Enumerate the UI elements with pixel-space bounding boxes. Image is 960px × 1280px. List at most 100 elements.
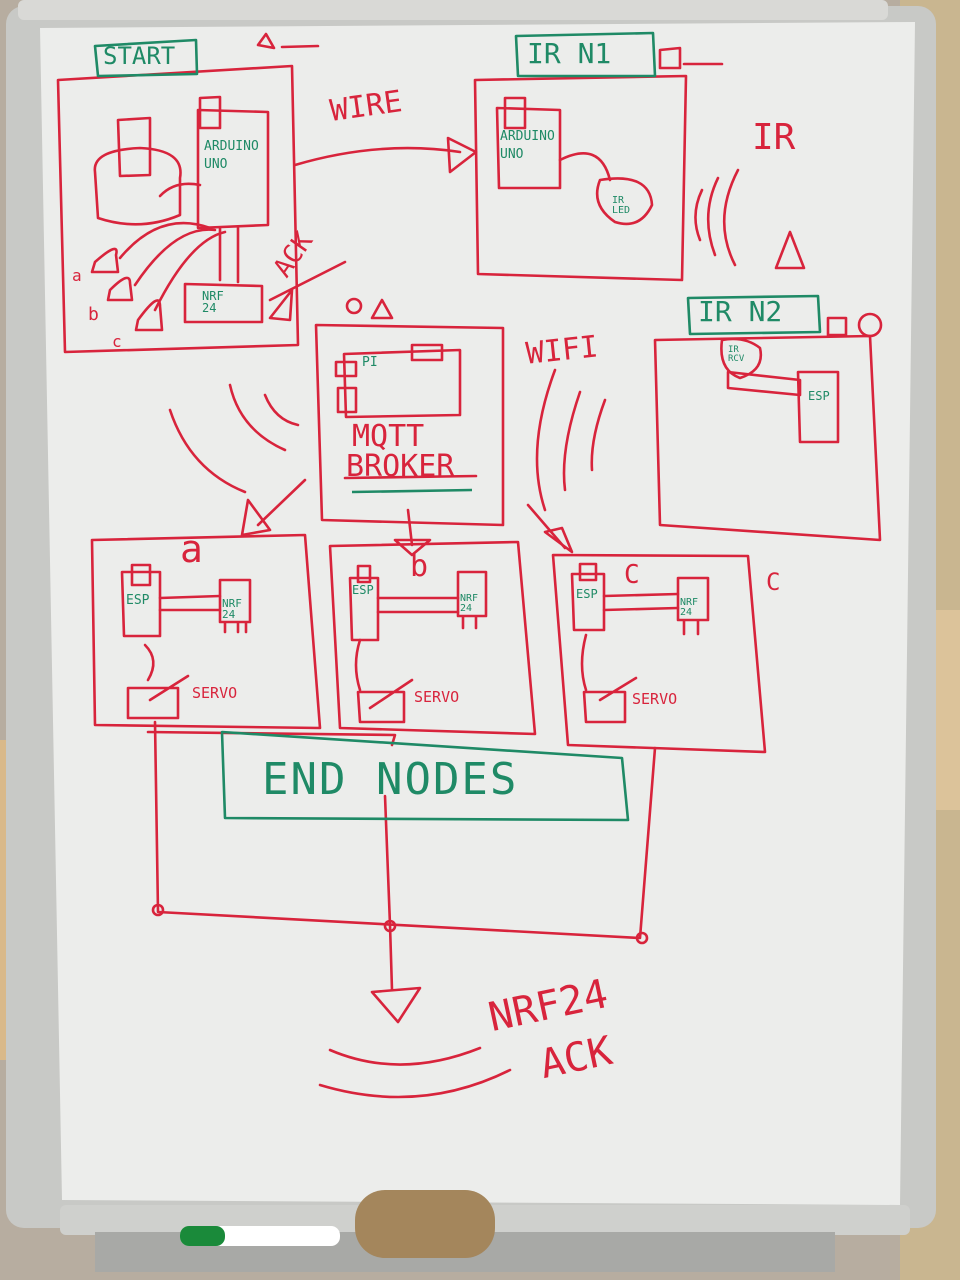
esp-b-board — [348, 576, 380, 642]
node-c-outer-label: C — [766, 568, 781, 596]
button-b — [106, 276, 134, 302]
start-box — [56, 64, 300, 354]
nrf-start-label: NRF 24 — [202, 289, 224, 315]
ack-arrowhead-top — [268, 288, 294, 322]
mqtt-dot — [345, 297, 363, 315]
ir-n1-label-box — [514, 31, 657, 78]
ir-n1-label: IR N1 — [527, 37, 612, 70]
ir-rcv-label: IR RCV — [728, 345, 745, 364]
nrf-a-board — [218, 578, 252, 634]
ack-arrow-top — [268, 260, 347, 302]
esp-c-label: ESP — [576, 587, 598, 601]
pi-label: PI — [362, 355, 378, 370]
ir-receiver — [720, 337, 763, 380]
esp-n2-label: ESP — [808, 389, 830, 403]
ir-label: IR — [752, 117, 796, 158]
eraser — [355, 1190, 495, 1258]
bus-lines — [153, 720, 657, 940]
arrowhead-c — [543, 526, 574, 554]
ir-led-wire — [558, 152, 612, 182]
ir-n2-label-box — [686, 294, 822, 336]
board-top-bar — [18, 0, 888, 20]
arrowhead-b — [393, 538, 432, 557]
ack-arrowhead-bottom — [370, 986, 422, 1024]
wifi-label: WIFI — [524, 329, 600, 372]
pi-port — [410, 343, 444, 362]
arduino-port-n1 — [503, 96, 527, 130]
mqtt-broker-box — [314, 323, 505, 527]
ir-n2-square — [826, 316, 848, 337]
servo-b-wire — [354, 638, 362, 692]
dispenser-cup — [116, 116, 152, 178]
side-a-label: a — [72, 266, 82, 285]
esp-b-port — [356, 564, 372, 584]
nrf-c-board — [676, 576, 710, 636]
start-symbol — [256, 32, 320, 50]
servo-a — [126, 674, 190, 720]
servo-a-wire — [143, 643, 155, 682]
arduino-port-start — [198, 95, 222, 130]
bus-node-left — [151, 903, 165, 917]
esp-c-wires — [602, 592, 680, 612]
servo-b — [356, 678, 414, 724]
end-nodes-label: END NODES — [262, 754, 519, 805]
nrf-b-board — [456, 570, 488, 630]
end-nodes-box — [220, 730, 630, 822]
mqtt-label: MQTT — [352, 419, 425, 454]
ir-n2-wires — [726, 370, 802, 397]
ir-n2-dot — [857, 312, 883, 338]
arrow-to-a — [256, 478, 307, 527]
bus-node-center — [383, 919, 397, 933]
marker-cap — [180, 1226, 225, 1246]
wifi-waves-left — [168, 383, 300, 494]
arduino-board-start — [196, 108, 270, 230]
esp-a-wires — [158, 594, 222, 612]
nrf-start — [183, 282, 264, 324]
nrf-c-label: NRF 24 — [680, 597, 699, 618]
esp-a-port — [130, 563, 152, 587]
ir-triangle — [774, 230, 806, 270]
arduino-start-label: ARDUINO UNO — [204, 139, 259, 173]
start-label: START — [103, 42, 176, 70]
pi-components — [334, 360, 358, 414]
esp-c-port — [578, 562, 598, 582]
wire-arrowhead — [446, 136, 478, 174]
side-b-label: b — [88, 304, 99, 325]
ir-n2-box — [653, 334, 882, 542]
ir-waves — [694, 168, 740, 267]
ir-n2-label: IR N2 — [698, 295, 783, 328]
node-b-label: b — [410, 549, 429, 584]
esp-c-board — [570, 572, 606, 632]
esp-b-label: ESP — [352, 583, 374, 597]
servo-a-label: SERVO — [192, 684, 238, 702]
servo-c-label: SERVO — [632, 690, 678, 708]
dispenser-base — [93, 146, 182, 226]
arduino-board-n1 — [495, 106, 562, 190]
bus-node-right — [635, 931, 649, 945]
node-a-label: a — [180, 527, 203, 571]
bus-center — [383, 794, 394, 992]
servo-c-wire — [580, 633, 588, 692]
servo-b-label: SERVO — [414, 688, 460, 706]
ir-led-label: IR LED — [612, 195, 631, 216]
node-b-box — [328, 540, 537, 736]
ir-n1-box — [473, 74, 688, 282]
button-c — [134, 299, 164, 332]
esp-a-board — [120, 570, 162, 638]
esp-board-n2 — [796, 370, 840, 444]
broker-underline — [343, 474, 478, 480]
wifi-waves-right — [535, 368, 607, 512]
pi-board — [342, 348, 462, 419]
ir-n1-symbol — [658, 46, 724, 70]
node-a-box — [90, 533, 322, 730]
ack-waves — [318, 1046, 512, 1099]
arrowhead-a — [240, 498, 272, 537]
button-wires — [118, 221, 227, 312]
node-c-label: C — [624, 560, 640, 590]
nrf-b-label: NRF 24 — [460, 593, 479, 614]
ir-led — [595, 177, 654, 226]
nrf-a-label: NRF 24 — [222, 597, 242, 621]
broker-green-underline — [351, 488, 473, 494]
arduino-n1-label: ARDUINO UNO — [500, 129, 555, 163]
